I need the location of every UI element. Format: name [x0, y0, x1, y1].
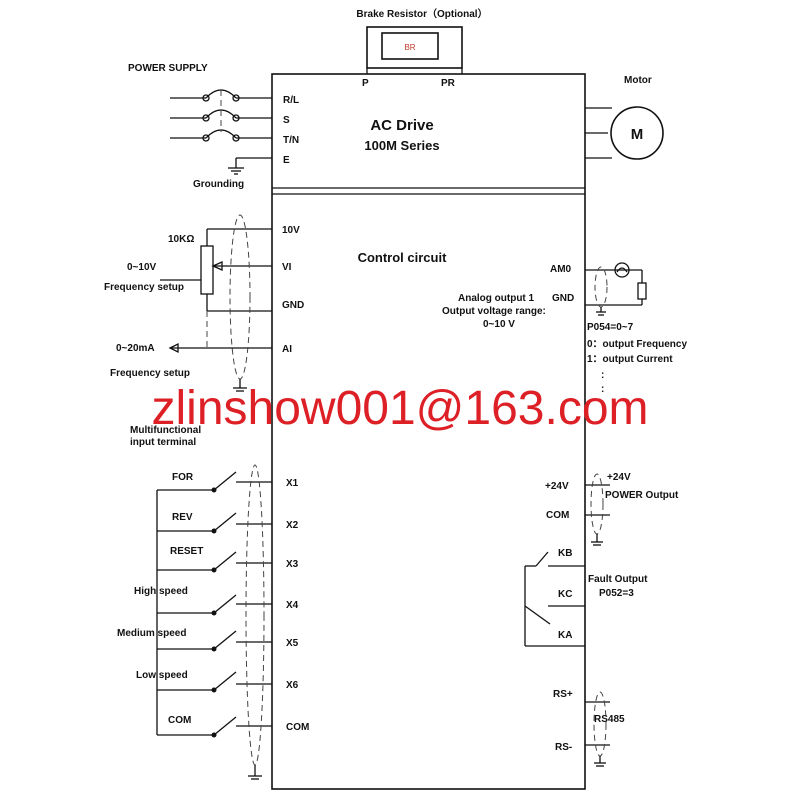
analog-output-caption-2: Output voltage range:	[442, 306, 546, 317]
terminal-24v: +24V	[545, 481, 569, 492]
input-label-low: Low speed	[136, 670, 188, 681]
terminal-x6: X6	[286, 680, 299, 691]
brake-resistor-label: BR	[404, 43, 415, 52]
input-label-com: COM	[168, 715, 191, 726]
power-supply-wiring	[170, 89, 272, 175]
terminal-rs-plus: RS+	[553, 689, 573, 700]
analog-input-wiring	[160, 214, 272, 392]
terminal-kc: KC	[558, 589, 572, 600]
terminal-gnd-output: GND	[552, 293, 574, 304]
fault-output-wiring	[524, 551, 585, 647]
analog-output-ellipsis-2: :	[601, 384, 604, 395]
terminal-x3: X3	[286, 559, 299, 570]
multifunction-caption-1: Multifunctional	[130, 425, 201, 436]
terminal-e: E	[283, 155, 290, 166]
power-supply-title: POWER SUPPLY	[128, 63, 208, 74]
terminal-x2: X2	[286, 520, 299, 531]
current-range-label: 0~20mA	[116, 343, 155, 354]
analog-output-caption-1: Analog output 1	[458, 293, 535, 304]
rs485-wiring	[585, 691, 610, 767]
terminal-rs-minus: RS-	[555, 742, 572, 753]
motor-title: Motor	[624, 75, 652, 86]
multifunction-caption-2: input terminal	[130, 437, 196, 448]
input-label-rev: REV	[172, 512, 193, 523]
brake-resistor-title: Brake Resistor（Optional）	[356, 7, 487, 20]
multifunction-wiring	[156, 464, 272, 780]
terminal-pr: PR	[441, 78, 456, 89]
brake-resistor-inner-box	[381, 32, 439, 60]
pot-label: 10KΩ	[168, 234, 194, 245]
multifunction-switch-contacts	[211, 487, 217, 738]
motor-symbol	[610, 106, 664, 160]
terminal-am0: AM0	[550, 264, 572, 275]
drive-title: AC Drive	[370, 117, 433, 134]
analog-output-ellipsis-1: :	[601, 370, 604, 381]
input-label-medium: Medium speed	[117, 628, 186, 639]
current-frequency-caption: Frequency setup	[110, 368, 190, 379]
terminal-t: T/N	[283, 135, 299, 146]
voltage-frequency-caption: Frequency setup	[104, 282, 184, 293]
power-output-24v-label: +24V	[607, 472, 631, 483]
voltage-range-label: 0~10V	[127, 262, 157, 273]
email-watermark: zlinshow001@163.com	[152, 382, 649, 435]
terminal-gnd-input: GND	[282, 300, 304, 311]
terminal-r: R/L	[283, 95, 299, 106]
ac-drive-box	[271, 73, 586, 790]
terminal-x1: X1	[286, 478, 299, 489]
terminal-kb: KB	[558, 548, 572, 559]
drive-series: 100M Series	[364, 138, 439, 153]
input-label-reset: RESET	[170, 546, 203, 557]
grounding-label: Grounding	[193, 179, 244, 190]
analog-output-param: P054=0~7	[587, 322, 634, 333]
analog-output-wiring	[585, 262, 647, 316]
terminal-p: P	[362, 78, 369, 89]
analog-output-ellipsis-3: :	[601, 398, 604, 409]
fault-output-caption: Fault Output	[588, 574, 648, 585]
control-circuit-title: Control circuit	[358, 250, 448, 265]
power-output-wiring	[585, 473, 610, 546]
terminal-x5: X5	[286, 638, 299, 649]
terminal-x4: X4	[286, 600, 299, 611]
power-output-caption: POWER Output	[605, 490, 679, 501]
terminal-ai: AI	[282, 344, 292, 355]
input-label-for: FOR	[172, 472, 194, 483]
terminal-com-input: COM	[286, 722, 309, 733]
analog-output-option-1: 1：output Current	[587, 354, 673, 365]
motor-wiring	[585, 107, 612, 159]
analog-output-caption-3: 0~10 V	[483, 319, 515, 330]
terminal-10v: 10V	[282, 225, 300, 236]
terminal-ka: KA	[558, 630, 572, 641]
analog-output-option-0: 0：output Frequency	[587, 339, 687, 350]
brake-resistor-outer-box	[366, 26, 463, 69]
terminal-com-output: COM	[546, 510, 569, 521]
rs485-caption: RS485	[594, 714, 625, 725]
fault-output-param: P052=3	[599, 588, 634, 599]
input-label-high: High speed	[134, 586, 188, 597]
terminal-vi: VI	[282, 262, 292, 273]
motor-letter: M	[631, 126, 644, 143]
terminal-s: S	[283, 115, 290, 126]
